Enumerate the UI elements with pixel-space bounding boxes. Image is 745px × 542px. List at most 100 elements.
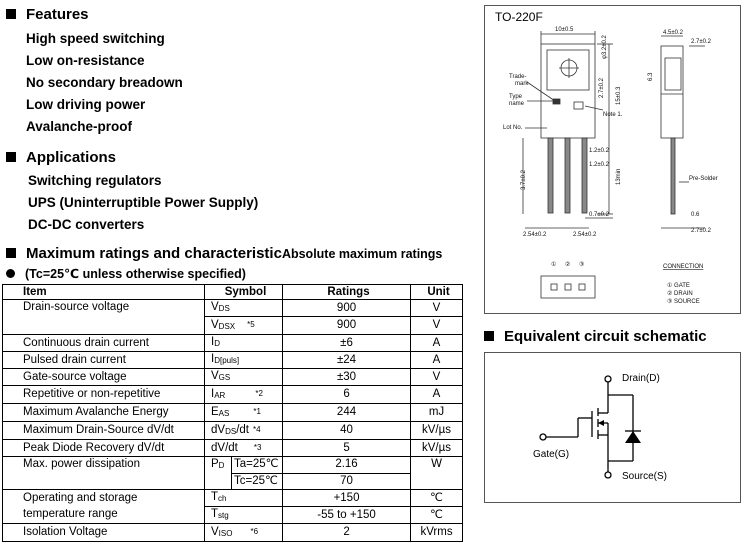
cell-value: ±24 bbox=[282, 351, 412, 369]
table-row: Isolation Voltage VISO*6 2 kVrms bbox=[2, 523, 464, 542]
application-item: Switching regulators bbox=[28, 173, 162, 188]
cell-unit: A bbox=[410, 334, 464, 352]
trademark-label: Trade- bbox=[509, 74, 526, 80]
cell-item: Pulsed drain current bbox=[2, 351, 205, 369]
cell-condition: Tc=25℃ bbox=[230, 472, 284, 491]
cell-value: ±6 bbox=[282, 334, 412, 352]
dim-label: 13min bbox=[616, 169, 622, 185]
pin-number: ③ bbox=[579, 261, 584, 268]
cell-unit: kV/µs bbox=[410, 439, 464, 457]
cell-value: 244 bbox=[282, 403, 412, 422]
cell-item: Operating and storage bbox=[2, 489, 205, 507]
dim-label: 1.2±0.2 bbox=[589, 148, 610, 154]
application-item: DC-DC converters bbox=[28, 217, 145, 232]
cell-item: Drain-source voltage bbox=[2, 299, 205, 335]
cell-item: Repetitive or non-repetitive bbox=[2, 385, 205, 404]
cell-symbol: ID[puls] bbox=[203, 351, 284, 369]
bullet-square-icon bbox=[6, 248, 16, 258]
cell-item: Continuous drain current bbox=[2, 334, 205, 352]
feature-item: Low on-resistance bbox=[26, 53, 145, 68]
cell-symbol: IAR*2 bbox=[203, 385, 284, 404]
cell-item: Maximum Avalanche Energy bbox=[2, 403, 205, 422]
source-label: Source(S) bbox=[622, 471, 667, 482]
table-row: Peak Diode Recovery dV/dt dV/dt*3 5 kV/µ… bbox=[2, 439, 464, 457]
cell-value: 900 bbox=[282, 299, 412, 317]
connection-source: ③ SOURCE bbox=[667, 298, 700, 305]
cell-value: -55 to +150 bbox=[282, 506, 412, 525]
bullet-square-icon bbox=[484, 331, 494, 341]
cell-item: Max. power dissipation bbox=[2, 455, 205, 491]
col-header-item: Item bbox=[2, 284, 205, 300]
cell-unit: A bbox=[410, 351, 464, 369]
dim-label: 0.6 bbox=[691, 212, 700, 218]
schematic-heading: Equivalent circuit schematic bbox=[484, 328, 707, 345]
connection-gate: ① GATE bbox=[667, 282, 690, 289]
cell-unit: kV/µs bbox=[410, 421, 464, 440]
cell-symbol: dV/dt*3 bbox=[203, 439, 284, 457]
cell-symbol: PD bbox=[204, 455, 232, 491]
dim-label: 2.54±0.2 bbox=[573, 232, 597, 238]
cell-unit: A bbox=[410, 385, 464, 404]
schematic-box: Drain(D) Gate(G) Source(S) bbox=[484, 352, 741, 503]
gate-label: Gate(G) bbox=[533, 449, 569, 460]
table-row: Pulsed drain current ID[puls] ±24 A bbox=[2, 351, 464, 369]
cell-unit: ℃ bbox=[410, 489, 464, 508]
lotno-label: Lot No. bbox=[503, 125, 523, 131]
table-row: Gate-source voltage VGS ±30 V bbox=[2, 368, 464, 386]
mosfet-schematic: Drain(D) Gate(G) Source(S) bbox=[533, 373, 667, 482]
table-row: Maximum Avalanche Energy EAS*1 244 mJ bbox=[2, 403, 464, 422]
cell-value: 5 bbox=[282, 439, 412, 457]
cell-symbol: VGS bbox=[203, 368, 284, 386]
table-row: Drain-source voltage VDS 900 V bbox=[2, 299, 464, 335]
package-name: TO-220F bbox=[495, 10, 543, 24]
cell-value: 2.16 bbox=[282, 456, 412, 474]
typename-label: name bbox=[509, 101, 525, 107]
connection-label: CONNECTION bbox=[663, 264, 703, 270]
cell-item: Isolation Voltage bbox=[2, 523, 205, 542]
dim-label: φ3.2±0.2 bbox=[602, 34, 608, 59]
table-row: Max. power dissipation PD Ta=25℃ 2.16 W bbox=[2, 455, 464, 491]
cell-value: 6 bbox=[282, 385, 412, 404]
cell-item: Gate-source voltage bbox=[2, 368, 205, 386]
cell-value: ±30 bbox=[282, 368, 412, 386]
cell-item: Maximum Drain-Source dV/dt bbox=[2, 421, 205, 440]
col-header-unit: Unit bbox=[410, 284, 464, 300]
pin-number: ① bbox=[551, 261, 556, 268]
cell-unit: mJ bbox=[410, 403, 464, 422]
cell-unit: kVrms bbox=[410, 523, 464, 542]
cell-symbol: Tstg bbox=[203, 506, 284, 525]
bullet-dot-icon bbox=[6, 269, 15, 278]
drain-label: Drain(D) bbox=[622, 373, 660, 384]
cell-symbol: VDS bbox=[203, 299, 284, 317]
bullet-square-icon bbox=[6, 9, 16, 19]
cell-symbol: VISO*6 bbox=[203, 523, 284, 542]
cell-symbol: ID bbox=[203, 334, 284, 352]
package-drawing-box: TO-220F bbox=[484, 5, 741, 314]
features-heading: Features bbox=[6, 6, 89, 23]
dim-label: 2.7±0.2 bbox=[691, 228, 712, 234]
feature-item: Avalanche-proof bbox=[26, 119, 133, 134]
cell-unit: V bbox=[410, 316, 464, 335]
feature-item: High speed switching bbox=[26, 31, 165, 46]
feature-item: Low driving power bbox=[26, 97, 146, 112]
table-row: temperature range Tstg -55 to +150 ℃ bbox=[2, 506, 464, 525]
table-row: Continuous drain current ID ±6 A bbox=[2, 334, 464, 352]
dim-label: 10±0.5 bbox=[555, 27, 574, 33]
ratings-heading: Maximum ratings and characteristicAbsolu… bbox=[6, 245, 442, 262]
table-header-row: Item Symbol Ratings Unit bbox=[2, 284, 464, 300]
table-row: Operating and storage Tch +150 ℃ bbox=[2, 489, 464, 508]
cell-unit: V bbox=[410, 299, 464, 317]
table-row: VDSX*5 900 V bbox=[3, 316, 464, 335]
dim-label: 1.2±0.2 bbox=[589, 162, 610, 168]
dim-label: 4.5±0.2 bbox=[663, 30, 684, 36]
dim-label: 2.7±0.2 bbox=[599, 77, 605, 98]
note1-label: Note 1. bbox=[603, 112, 623, 118]
typename-label: Type bbox=[509, 94, 523, 100]
presolder-label: Pre-Solder bbox=[689, 176, 718, 182]
cell-condition: Ta=25℃ bbox=[230, 456, 284, 474]
connection-drain: ② DRAIN bbox=[667, 290, 693, 297]
cell-symbol: EAS*1 bbox=[203, 403, 284, 422]
application-item: UPS (Uninterruptible Power Supply) bbox=[28, 195, 259, 210]
table-row: Maximum Drain-Source dV/dt dVDS/dt*4 40 … bbox=[2, 421, 464, 440]
table-row: Repetitive or non-repetitive IAR*2 6 A bbox=[2, 385, 464, 404]
